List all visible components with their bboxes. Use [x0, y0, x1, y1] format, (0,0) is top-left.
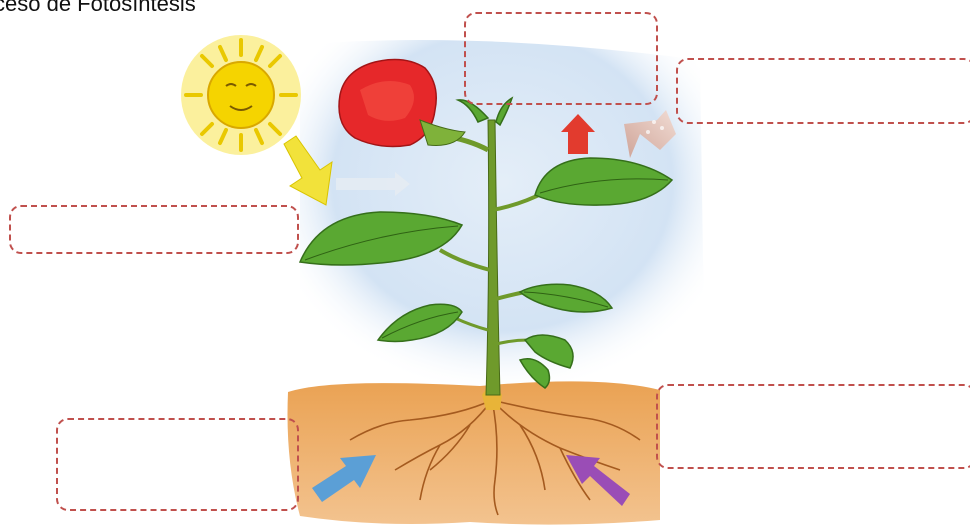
label-box-left[interactable]: [9, 205, 299, 254]
sun-icon: [181, 35, 301, 155]
label-box-bottom-left[interactable]: [56, 418, 299, 511]
soil-ground: [288, 381, 661, 524]
label-box-bottom-right[interactable]: [656, 384, 970, 469]
label-box-top[interactable]: [464, 12, 658, 105]
label-box-top-right[interactable]: [676, 58, 970, 124]
